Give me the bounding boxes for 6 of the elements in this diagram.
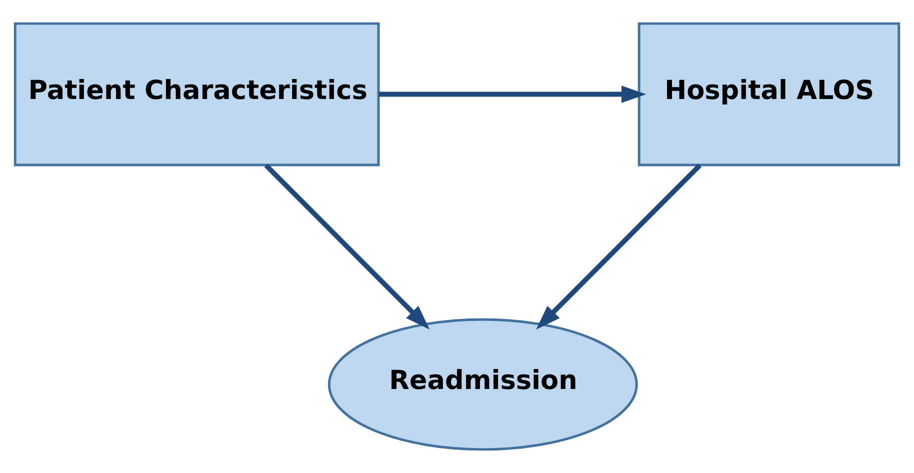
node-ellipse: Readmission	[328, 318, 638, 451]
node-box: Patient Characteristics	[14, 22, 380, 166]
node-box: Hospital ALOS	[638, 22, 900, 166]
arrow	[264, 164, 430, 330]
arrow	[378, 86, 646, 103]
arrow	[536, 164, 702, 330]
